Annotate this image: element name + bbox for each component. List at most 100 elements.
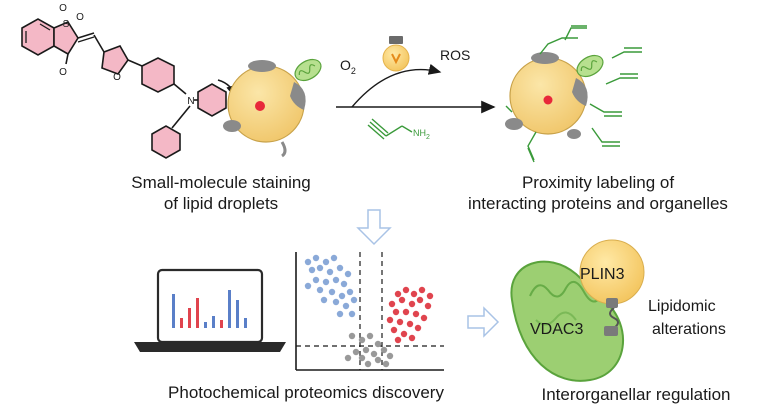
surface-protein xyxy=(505,118,523,130)
amine-label: NH2 xyxy=(413,128,430,141)
mitochondrion-cristae xyxy=(529,281,603,303)
laptop-base xyxy=(134,342,286,352)
atom-nitrogen: N xyxy=(187,96,194,107)
photolabeling-reaction: O2 ROS NH2 xyxy=(336,36,496,141)
volcano-point xyxy=(342,302,350,310)
volcano-point xyxy=(418,286,426,294)
bond xyxy=(173,83,187,95)
volcano-point xyxy=(344,270,352,278)
volcano-point xyxy=(374,356,382,364)
oxygen-label: O2 xyxy=(340,57,356,76)
laptop-bar-chart xyxy=(172,290,247,328)
alkyne-tags xyxy=(505,25,642,163)
bond xyxy=(171,105,191,129)
volcano-point xyxy=(346,288,354,296)
surface-protein xyxy=(223,120,241,132)
volcano-point xyxy=(358,336,366,344)
volcano-point xyxy=(424,302,432,310)
volcano-point xyxy=(386,316,394,324)
plin3-protein-shape xyxy=(606,298,618,308)
volcano-point xyxy=(332,276,340,284)
volcano-point xyxy=(320,296,328,304)
volcano-point xyxy=(344,354,352,362)
mitochondrion-large xyxy=(510,260,625,382)
volcano-point xyxy=(352,348,360,356)
volcano-point xyxy=(348,332,356,340)
volcano-point xyxy=(382,360,390,368)
lipid-droplet-contact xyxy=(579,239,645,336)
volcano-point xyxy=(374,340,382,348)
volcano-point xyxy=(308,266,316,274)
down-flow-arrow xyxy=(356,209,392,246)
volcano-point xyxy=(322,258,330,266)
volcano-point xyxy=(414,324,422,332)
mitochondrion-small xyxy=(576,54,604,78)
surface-protein xyxy=(280,141,287,158)
volcano-point xyxy=(396,318,404,326)
mitochondrion-small xyxy=(294,58,322,82)
bond xyxy=(93,34,105,53)
volcano-point xyxy=(420,314,428,322)
furan-ring xyxy=(101,45,129,75)
volcano-point xyxy=(390,326,398,334)
thiophene-ring xyxy=(53,20,79,56)
volcano-point xyxy=(312,254,320,262)
lipid-droplet-labeled xyxy=(505,25,642,163)
volcano-point xyxy=(340,280,348,288)
surface-protein xyxy=(290,82,306,110)
regulation-caption: Interorganellar regulation xyxy=(541,385,731,404)
right-phenyl-ring xyxy=(197,83,227,117)
atom-oxygen-carbonyl: O xyxy=(59,67,67,78)
volcano-point xyxy=(366,332,374,340)
plin3-label: PLIN3 xyxy=(580,266,625,283)
probe-spot xyxy=(255,101,265,111)
mitochondrion-cristae xyxy=(535,311,577,326)
mitochondrion-outer xyxy=(510,260,625,382)
bond xyxy=(77,36,95,43)
volcano-point xyxy=(322,278,330,286)
surface-protein xyxy=(531,52,559,64)
volcano-point xyxy=(394,336,402,344)
alterations-label: alterations xyxy=(652,321,726,338)
volcano-point xyxy=(328,288,336,296)
bond xyxy=(65,53,69,65)
ros-label: ROS xyxy=(440,47,470,63)
volcano-point xyxy=(332,298,340,306)
central-phenyl-ring xyxy=(141,57,175,93)
surface-protein xyxy=(572,78,588,106)
volcano-point xyxy=(338,292,346,300)
droplet-body xyxy=(227,65,305,143)
volcano-point xyxy=(408,300,416,308)
atom-oxygen-right: O xyxy=(76,12,84,23)
vdac3-label: VDAC3 xyxy=(530,321,583,338)
volcano-point xyxy=(410,290,418,298)
labeling-caption-line-1: Proximity labeling of xyxy=(521,173,675,192)
atom-sulfur: S xyxy=(63,19,70,30)
volcano-plot xyxy=(295,252,444,371)
volcano-point xyxy=(370,350,378,358)
fluorescent-probe-molecule: O O S O O N xyxy=(21,3,227,159)
surface-protein xyxy=(567,129,581,139)
volcano-point xyxy=(304,282,312,290)
volcano-point xyxy=(386,352,394,360)
volcano-point xyxy=(362,346,370,354)
volcano-point xyxy=(336,264,344,272)
volcano-point xyxy=(304,258,312,266)
laptop-icon xyxy=(134,268,286,352)
vdac3-protein-shape xyxy=(604,326,618,336)
volcano-point xyxy=(316,286,324,294)
volcano-point xyxy=(364,360,372,368)
atom-oxygen-top: O xyxy=(59,3,67,14)
light-bulb-icon xyxy=(382,36,410,72)
atom-furan-oxygen: O xyxy=(113,72,121,83)
volcano-point xyxy=(316,264,324,272)
volcano-point xyxy=(348,310,356,318)
bond xyxy=(39,23,51,31)
propargylamine-structure: NH2 xyxy=(367,118,430,141)
volcano-point xyxy=(350,296,358,304)
volcano-points xyxy=(304,254,434,368)
right-flow-arrow xyxy=(467,306,500,338)
volcano-point xyxy=(402,286,410,294)
volcano-point xyxy=(358,354,366,362)
bond xyxy=(77,32,95,39)
